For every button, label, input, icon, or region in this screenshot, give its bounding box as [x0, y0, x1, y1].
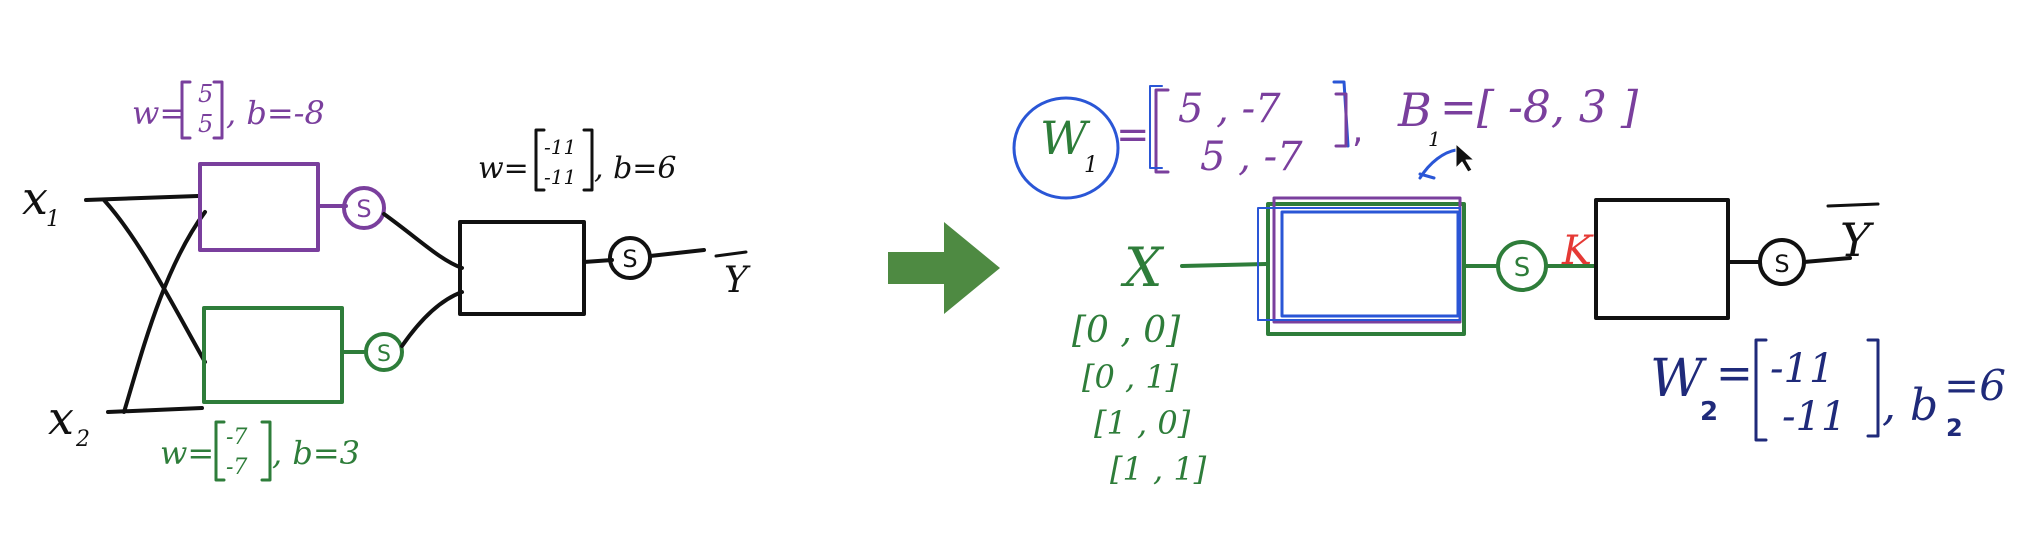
w2-bracket-right [1866, 338, 1880, 438]
left-network: x 1 x 2 w= 5 5 , b=-8 S S w= -7 -7 , b=3 [22, 80, 751, 482]
green-weights-bracket-left [214, 420, 226, 482]
w1-bracket-left [1154, 88, 1170, 174]
output-weight-top: -11 [544, 135, 576, 159]
truth-row-4: [1 , 1] [1110, 450, 1207, 488]
hidden-box-blue-1 [1257, 207, 1461, 321]
green-weights-prefix: w= [160, 434, 214, 472]
wire-green-sigmoid-to-output [400, 290, 464, 348]
truth-row-3: [1 , 0] [1094, 404, 1191, 442]
output-weights-bracket-right [582, 128, 594, 192]
y-output-label: Y [1840, 213, 1875, 267]
w2-bracket-left [1754, 338, 1768, 442]
output-bias: , b=6 [594, 151, 677, 186]
w2-top: -11 [1770, 346, 1834, 392]
input-x2-subscript: 2 [75, 427, 90, 452]
output-sigmoid-label-right: S [1774, 250, 1789, 278]
w1-equals: = [1116, 112, 1150, 158]
green-weight-top: -7 [226, 425, 247, 450]
output-box [1594, 198, 1730, 320]
truth-row-2: [0 , 1] [1082, 358, 1179, 396]
x-input-label: X [1120, 236, 1165, 299]
purple-sigmoid-circle [342, 186, 386, 230]
output-weights-bracket-left [534, 128, 546, 192]
w1-label: W [1040, 111, 1091, 165]
input-x1-subscript: 1 [46, 207, 60, 232]
b1-value: =[ -8, 3 ] [1440, 82, 1639, 133]
output-neuron-box [458, 220, 586, 316]
output-y-bar [714, 250, 748, 258]
y-bar-right [1826, 202, 1880, 208]
output-to-sigmoid-wire [582, 258, 614, 264]
hidden-sigmoid-label: S [1514, 253, 1531, 283]
input-x1-label: x [22, 171, 48, 225]
output-weights-prefix: w= [478, 151, 529, 186]
arrow-icon [888, 222, 1000, 314]
b1-label: B [1397, 83, 1432, 137]
purple-weights-bracket-right [212, 80, 224, 140]
sigmoid-to-y-wire-right [1802, 256, 1852, 264]
output-y-label: Y [724, 260, 751, 301]
hidden-box-purple [1272, 196, 1462, 324]
b1-subscript: 1 [1428, 127, 1441, 151]
wire-x1-to-green [102, 198, 207, 364]
purple-sigmoid-label: S [356, 195, 371, 223]
w1-row-2: 5 , -7 [1200, 134, 1303, 180]
input-x2-label: x [48, 391, 74, 445]
b2-subscript: 2 [1946, 414, 1963, 442]
w1-comma: , [1352, 110, 1363, 151]
w1-subscript: 1 [1084, 153, 1098, 178]
green-weights-bracket-right [260, 420, 272, 482]
w2-label: W [1650, 349, 1707, 409]
w1-row-1: 5 , -7 [1178, 86, 1281, 132]
k-label: K [1561, 228, 1594, 274]
blue-annotation-stroke [1418, 148, 1458, 180]
output-weight-bottom: -11 [544, 165, 576, 189]
b2-label: , b [1882, 380, 1938, 431]
purple-neuron-box [198, 162, 320, 252]
purple-weight-bottom: 5 [198, 110, 213, 138]
transform-arrow [888, 222, 1000, 314]
b2-value: =6 [1944, 361, 2006, 410]
w1-highlight-circle [1012, 96, 1120, 200]
hidden-box-green [1266, 202, 1466, 336]
wire-purple-sigmoid-to-output [382, 212, 464, 270]
x-to-hidden-wire [1180, 262, 1268, 268]
purple-weight-top: 5 [198, 80, 213, 108]
w1-bracket-right-purple [1334, 92, 1348, 148]
purple-weights-bracket-left [180, 80, 192, 140]
green-sigmoid-circle [364, 332, 404, 372]
w2-subscript: 2 [1700, 397, 1718, 427]
purple-bias: , b=-8 [226, 94, 325, 132]
w2-equals: = [1716, 348, 1753, 399]
truth-row-1: [0 , 0] [1072, 310, 1181, 351]
w1-bracket-left-blue [1149, 85, 1163, 169]
right-network: W 1 = 5 , -7 5 , -7 , B 1 =[ -8, 3 ] X [… [1012, 80, 2006, 488]
w2-bottom: -11 [1782, 394, 1846, 440]
purple-weights-prefix: w= [132, 94, 186, 132]
wire-x2-to-purple [122, 210, 207, 414]
sigmoid-to-y-wire [648, 248, 706, 258]
hidden-box-blue-2 [1280, 210, 1460, 318]
output-sigmoid-label: S [622, 245, 637, 273]
green-sigmoid-label: S [377, 342, 391, 367]
green-bias: , b=3 [272, 434, 360, 472]
mouse-cursor-icon [1455, 143, 1475, 173]
green-weight-bottom: -7 [226, 455, 247, 480]
green-neuron-box [202, 306, 344, 404]
